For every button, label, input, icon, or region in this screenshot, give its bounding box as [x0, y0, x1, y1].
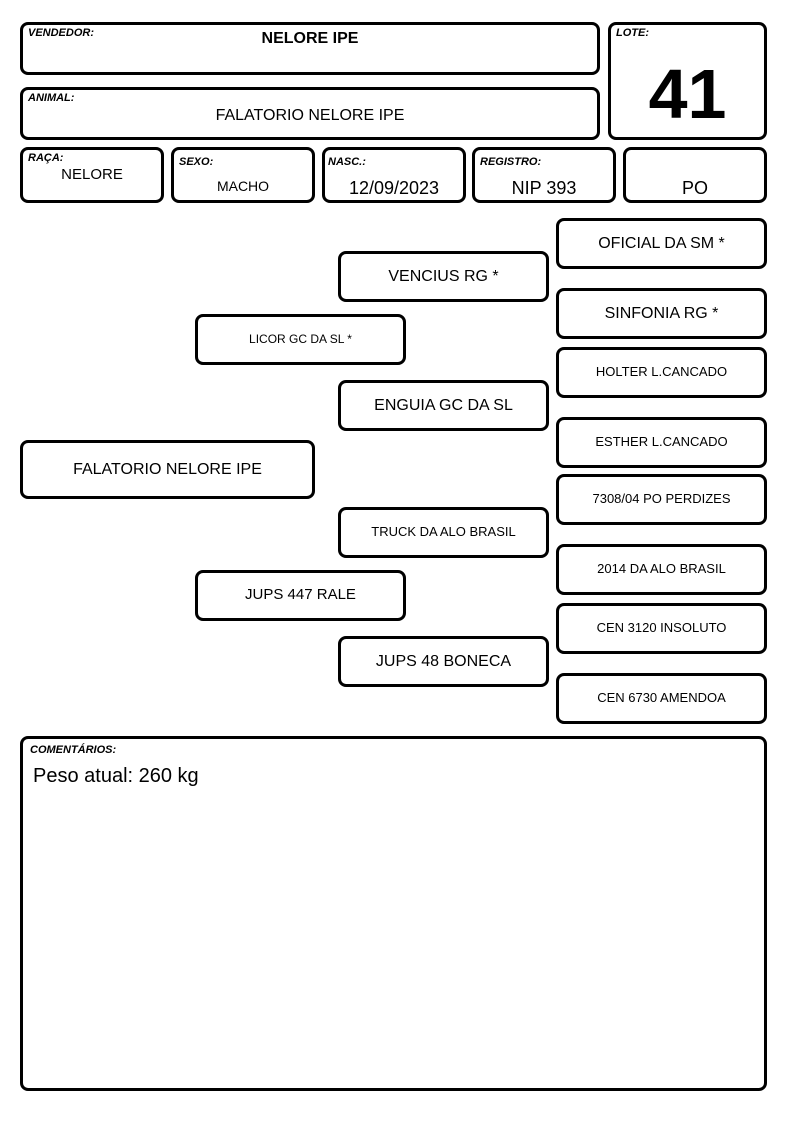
- pedigree-dam-dam-name: JUPS 48 BONECA: [375, 652, 512, 670]
- pedigree-ggp-6: 2014 DA ALO BRASIL: [556, 544, 767, 595]
- pedigree-dam-name: JUPS 447 RALE: [245, 586, 356, 604]
- pedigree-sire-sire: VENCIUS RG *: [338, 251, 549, 302]
- categoria-value: PO: [681, 178, 708, 198]
- pedigree-ggp-4-name: ESTHER L.CANCADO: [595, 434, 728, 450]
- pedigree-ggp-5-name: 7308/04 PO PERDIZES: [592, 491, 731, 507]
- pedigree-ggp-2-name: SINFONIA RG *: [604, 304, 719, 322]
- animal-label: ANIMAL:: [28, 92, 75, 104]
- animal-box: ANIMAL: FALATORIO NELORE IPE: [20, 87, 600, 140]
- lote-box: LOTE: 41: [608, 22, 767, 140]
- pedigree-dam-sire-name: TRUCK DA ALO BRASIL: [371, 524, 516, 540]
- pedigree-dam: JUPS 447 RALE: [195, 570, 406, 621]
- pedigree-ggp-1: OFICIAL DA SM *: [556, 218, 767, 269]
- pedigree-sire-sire-name: VENCIUS RG *: [388, 267, 499, 285]
- pedigree-sire: LICOR GC DA SL *: [195, 314, 406, 365]
- sexo-box: SEXO: MACHO: [171, 147, 315, 203]
- sexo-value: MACHO: [216, 178, 270, 194]
- pedigree-ggp-1-name: OFICIAL DA SM *: [598, 234, 725, 252]
- pedigree-ggp-4: ESTHER L.CANCADO: [556, 417, 767, 468]
- vendedor-box: VENDEDOR: NELORE IPE: [20, 22, 600, 75]
- registro-box: REGISTRO: NIP 393: [472, 147, 616, 203]
- pedigree-ggp-7-name: CEN 3120 INSOLUTO: [596, 620, 727, 636]
- pedigree-animal-name: FALATORIO NELORE IPE: [73, 460, 262, 478]
- pedigree-animal: FALATORIO NELORE IPE: [20, 440, 315, 499]
- nasc-box: NASC.: 12/09/2023: [322, 147, 466, 203]
- raca-value: NELORE: [61, 166, 123, 183]
- pedigree-dam-sire: TRUCK DA ALO BRASIL: [338, 507, 549, 558]
- pedigree-ggp-7: CEN 3120 INSOLUTO: [556, 603, 767, 654]
- raca-label: RAÇA:: [28, 152, 64, 164]
- comments-text: Peso atual: 260 kg: [33, 765, 199, 787]
- comments-label: COMENTÁRIOS:: [30, 744, 117, 756]
- raca-box: RAÇA: NELORE: [20, 147, 164, 203]
- registro-label: REGISTRO:: [480, 156, 542, 168]
- animal-value: FALATORIO NELORE IPE: [215, 107, 405, 124]
- lote-number: 41: [648, 55, 727, 133]
- comments-box: COMENTÁRIOS: Peso atual: 260 kg: [20, 736, 767, 1091]
- pedigree-sire-dam-name: ENGUIA GC DA SL: [374, 396, 513, 414]
- pedigree-ggp-2: SINFONIA RG *: [556, 288, 767, 339]
- categoria-box: PO: [623, 147, 767, 203]
- nasc-label: NASC.:: [328, 156, 366, 168]
- pedigree-sire-dam: ENGUIA GC DA SL: [338, 380, 549, 431]
- vendedor-label: VENDEDOR:: [28, 27, 95, 39]
- sexo-label: SEXO:: [179, 156, 214, 168]
- nasc-value: 12/09/2023: [348, 178, 440, 198]
- vendedor-value: NELORE IPE: [261, 30, 359, 47]
- pedigree-ggp-6-name: 2014 DA ALO BRASIL: [597, 561, 726, 577]
- pedigree-ggp-8: CEN 6730 AMENDOA: [556, 673, 767, 724]
- pedigree-ggp-5: 7308/04 PO PERDIZES: [556, 474, 767, 525]
- pedigree-dam-dam: JUPS 48 BONECA: [338, 636, 549, 687]
- pedigree-ggp-3: HOLTER L.CANCADO: [556, 347, 767, 398]
- lote-label: LOTE:: [616, 27, 649, 39]
- pedigree-sire-name: LICOR GC DA SL *: [249, 331, 352, 346]
- pedigree-ggp-8-name: CEN 6730 AMENDOA: [597, 690, 726, 706]
- registro-value: NIP 393: [511, 178, 577, 198]
- pedigree-ggp-3-name: HOLTER L.CANCADO: [595, 364, 728, 380]
